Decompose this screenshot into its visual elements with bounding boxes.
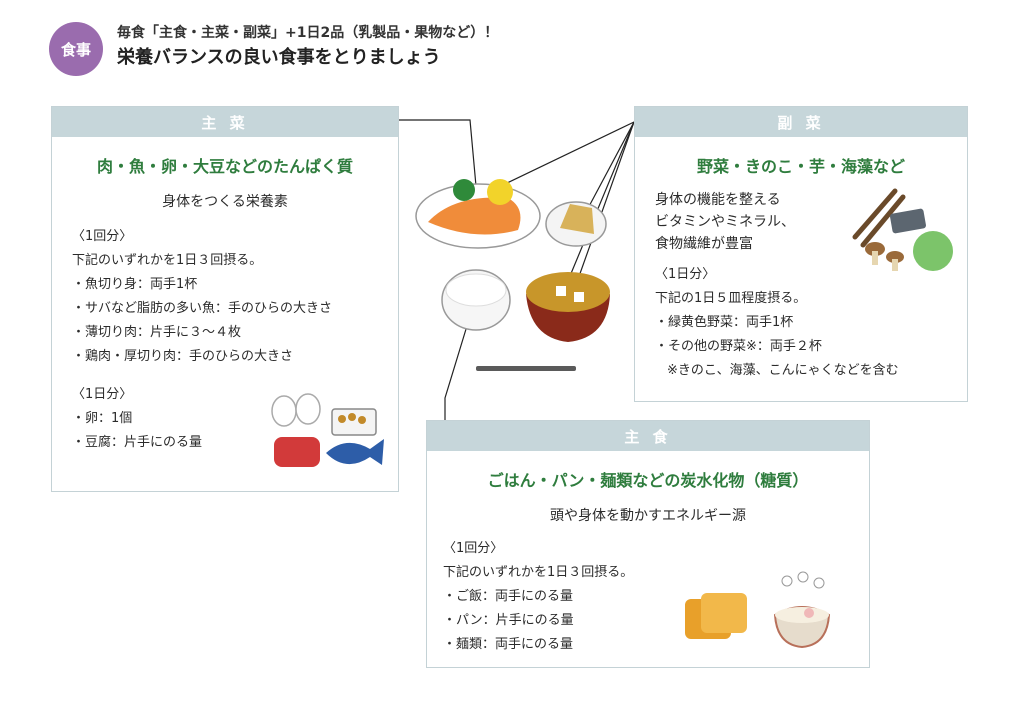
- shushoku-desc: 頭や身体を動かすエネルギー源: [550, 508, 746, 524]
- list-item: ・パン：片手にのる量: [443, 613, 574, 628]
- shusai-subtitle: 肉・魚・卵・大豆などのたんぱく質: [96, 157, 353, 176]
- list-item: 〈1日分〉: [72, 387, 133, 402]
- fukusai-card: 副 菜 野菜・きのこ・芋・海藻など 身体の機能を整える ビタミンやミネラル、 食…: [634, 106, 968, 402]
- list-item: 下記のいずれかを1日３回摂る。: [72, 253, 263, 268]
- shusai-title: 主 菜: [52, 107, 398, 137]
- fukusai-group: 〈1日分〉 下記の1日５皿程度摂る。 ・緑黄色野菜：両手1杯 ・その他の野菜※：…: [655, 263, 967, 383]
- list-item: ・鶏肉・厚切り肉：手のひらの大きさ: [72, 349, 294, 364]
- protein-illustration: [271, 393, 384, 467]
- list-item: 〈1回分〉: [72, 229, 133, 244]
- category-badge: 食事: [49, 22, 103, 76]
- shusai-card: 主 菜 肉・魚・卵・大豆などのたんぱく質 身体をつくる栄養素 〈1回分〉 下記の…: [51, 106, 399, 492]
- list-item: 〈1回分〉: [443, 541, 504, 556]
- headline-sub: 毎食「主食・主菜・副菜」+1日2品（乳製品・果物など）！: [117, 25, 499, 41]
- shusai-group2: 〈1日分〉 ・卵：1個 ・豆腐：片手にのる量: [72, 383, 398, 455]
- fukusai-title: 副 菜: [635, 107, 967, 137]
- list-item: 下記の1日５皿程度摂る。: [655, 291, 807, 306]
- meal-illustration: [415, 179, 610, 371]
- list-item: ・その他の野菜※：両手２杯: [655, 339, 822, 354]
- list-item: ・緑黄色野菜：両手1杯: [655, 315, 794, 330]
- fukusai-subtitle: 野菜・きのこ・芋・海藻など: [696, 157, 905, 176]
- list-item: ・サバなど脂肪の多い魚：手のひらの大きさ: [72, 301, 333, 316]
- shushoku-subtitle: ごはん・パン・麺類などの炭水化物（糖質）: [487, 471, 809, 490]
- list-item: ・麺類：両手にのる量: [443, 637, 574, 652]
- vegetable-illustration: [852, 188, 953, 271]
- list-item: ・豆腐：片手にのる量: [72, 435, 203, 450]
- list-item: ・魚切り身：両手1杯: [72, 277, 198, 292]
- shusai-desc: 身体をつくる栄養素: [162, 194, 288, 210]
- shushoku-card: 主 食 ごはん・パン・麺類などの炭水化物（糖質） 頭や身体を動かすエネルギー源 …: [426, 420, 870, 668]
- fukusai-desc: 身体の機能を整える ビタミンやミネラル、 食物繊維が豊富: [655, 192, 795, 252]
- shusai-group1: 〈1回分〉 下記のいずれかを1日３回摂る。 ・魚切り身：両手1杯 ・サバなど脂肪…: [72, 225, 398, 369]
- list-item: 〈1日分〉: [655, 267, 716, 282]
- carb-illustration: [685, 571, 831, 649]
- shushoku-title: 主 食: [427, 421, 869, 451]
- headline-main: 栄養バランスの良い食事をとりましょう: [117, 47, 441, 68]
- list-item: ・ご飯：両手にのる量: [443, 589, 574, 604]
- list-item: 下記のいずれかを1日３回摂る。: [443, 565, 634, 580]
- list-item: ・卵：1個: [72, 411, 133, 426]
- list-item: ・薄切り肉：片手に３～４枚: [72, 325, 242, 340]
- list-item: ※きのこ、海藻、こんにゃくなどを含む: [667, 363, 899, 378]
- shushoku-group: 〈1回分〉 下記のいずれかを1日３回摂る。 ・ご飯：両手にのる量 ・パン：片手に…: [443, 537, 869, 657]
